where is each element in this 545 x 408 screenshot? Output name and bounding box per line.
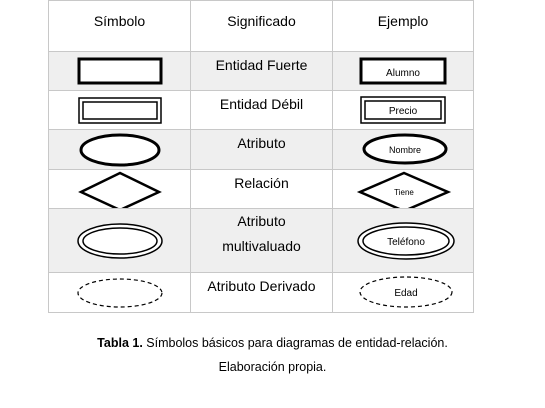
symbol-cell [48,129,191,170]
er-symbols-table: Símbolo Significado Ejemplo Entidad Fuer… [48,0,474,313]
symbol-cell [48,208,191,273]
example-label: Edad [394,288,417,299]
example-rectangle-icon: Alumno [359,57,447,85]
meaning-cell: Entidad Débil [190,90,333,130]
table-header-row: Símbolo Significado Ejemplo [48,0,474,52]
example-cell: Teléfono [332,208,474,273]
double-ellipse-icon [77,223,163,259]
table-row: Atributo multivaluado Teléfono [48,208,474,273]
example-cell: Nombre [332,129,474,170]
example-dashed-ellipse-icon: Edad [359,276,453,308]
example-ellipse-icon: Nombre [362,133,448,165]
symbol-cell [48,272,191,313]
double-rectangle-icon [78,97,162,124]
header-symbol: Símbolo [48,0,191,52]
meaning-line1: Atributo [237,213,286,229]
example-cell: Precio [332,90,474,130]
example-cell: Tiene [332,169,474,209]
example-diamond-icon: Tiene [356,171,452,208]
table-row: Atributo Derivado Edad [48,272,474,313]
example-cell: Edad [332,272,474,313]
meaning-line2: multivaluado [222,238,301,254]
meaning-cell: Entidad Fuerte [190,51,333,91]
example-label: Teléfono [387,237,425,248]
caption-label: Tabla 1. [97,336,143,350]
caption-text: Símbolos básicos para diagramas de entid… [142,336,448,350]
meaning-cell: Atributo multivaluado [190,208,333,273]
symbol-cell [48,169,191,209]
meaning-cell: Relación [190,169,333,209]
table-row: Relación Tiene [48,169,474,209]
example-cell: Alumno [332,51,474,91]
example-label: Alumno [386,68,420,79]
example-double-rectangle-icon: Precio [360,96,446,124]
table-row: Atributo Nombre [48,129,474,170]
symbol-cell [48,90,191,130]
table-caption-line2: Elaboración propia. [218,360,327,374]
diamond-icon [78,171,162,208]
example-label: Precio [389,106,418,117]
table-row: Entidad Fuerte Alumno [48,51,474,91]
ellipse-icon [79,133,161,167]
meaning-cell: Atributo [190,129,333,170]
meaning-cell: Atributo Derivado [190,272,333,313]
header-meaning: Significado [190,0,333,52]
dashed-ellipse-icon [77,278,163,308]
example-double-ellipse-icon: Teléfono [357,222,455,260]
table-row: Entidad Débil Precio [48,90,474,130]
example-label: Tiene [394,188,414,197]
symbol-cell [48,51,191,91]
rectangle-icon [77,57,163,85]
table-caption: Tabla 1. Símbolos básicos para diagramas… [0,336,545,350]
header-example: Ejemplo [332,0,474,52]
example-label: Nombre [389,145,421,155]
